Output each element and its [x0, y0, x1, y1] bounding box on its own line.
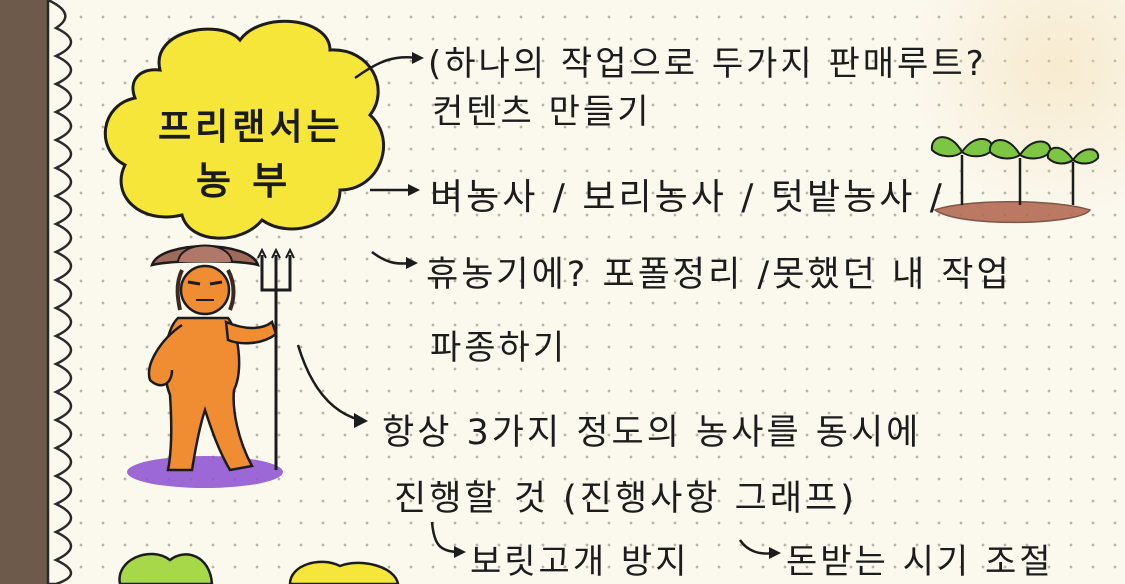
arrow-4-head	[354, 413, 368, 428]
arrow-3-head	[406, 257, 418, 269]
arrow-2-head	[408, 184, 420, 196]
arrow-6-head	[769, 547, 781, 559]
sprouts	[930, 136, 1100, 224]
arrow-5-head	[454, 546, 466, 558]
note-3-line-1: 휴농기에? 포폴정리 /못했던 내 작업	[426, 255, 1012, 295]
ink-bleed	[905, 0, 1125, 220]
note-4-line-1: 항상 3가지 정도의 농사를 동시에	[382, 413, 922, 453]
note-3-line-2: 파종하기	[430, 328, 568, 368]
title-line-1: 프리랜서는	[158, 107, 344, 148]
arrow-1	[354, 55, 419, 80]
note-2: 벼농사 / 보리농사 / 텃밭농사 /	[430, 177, 945, 218]
notebook-edge	[0, 0, 73, 584]
bottom-cloud-left	[118, 552, 214, 584]
pitchfork	[257, 247, 295, 470]
title-cloud	[103, 19, 386, 240]
farmer-figure	[127, 244, 283, 488]
bottom-cloud-right	[288, 560, 400, 584]
arrow-1-head	[412, 52, 424, 64]
note-1-line-1: (하나의 작업으로 두가지 판매루트?	[428, 44, 987, 84]
farmer-shadow	[127, 456, 283, 488]
arrow-4	[296, 344, 361, 422]
note-5-b: 돈받는 시기 조절	[786, 542, 1054, 582]
title-line-2: 농 부	[196, 159, 292, 203]
note-1-line-2: 컨텐츠 만들기	[432, 92, 652, 132]
note-5-a: 보릿고개 방지	[470, 542, 690, 582]
note-4-line-2: 진행할 것 (진행사항 그래프)	[394, 479, 857, 519]
